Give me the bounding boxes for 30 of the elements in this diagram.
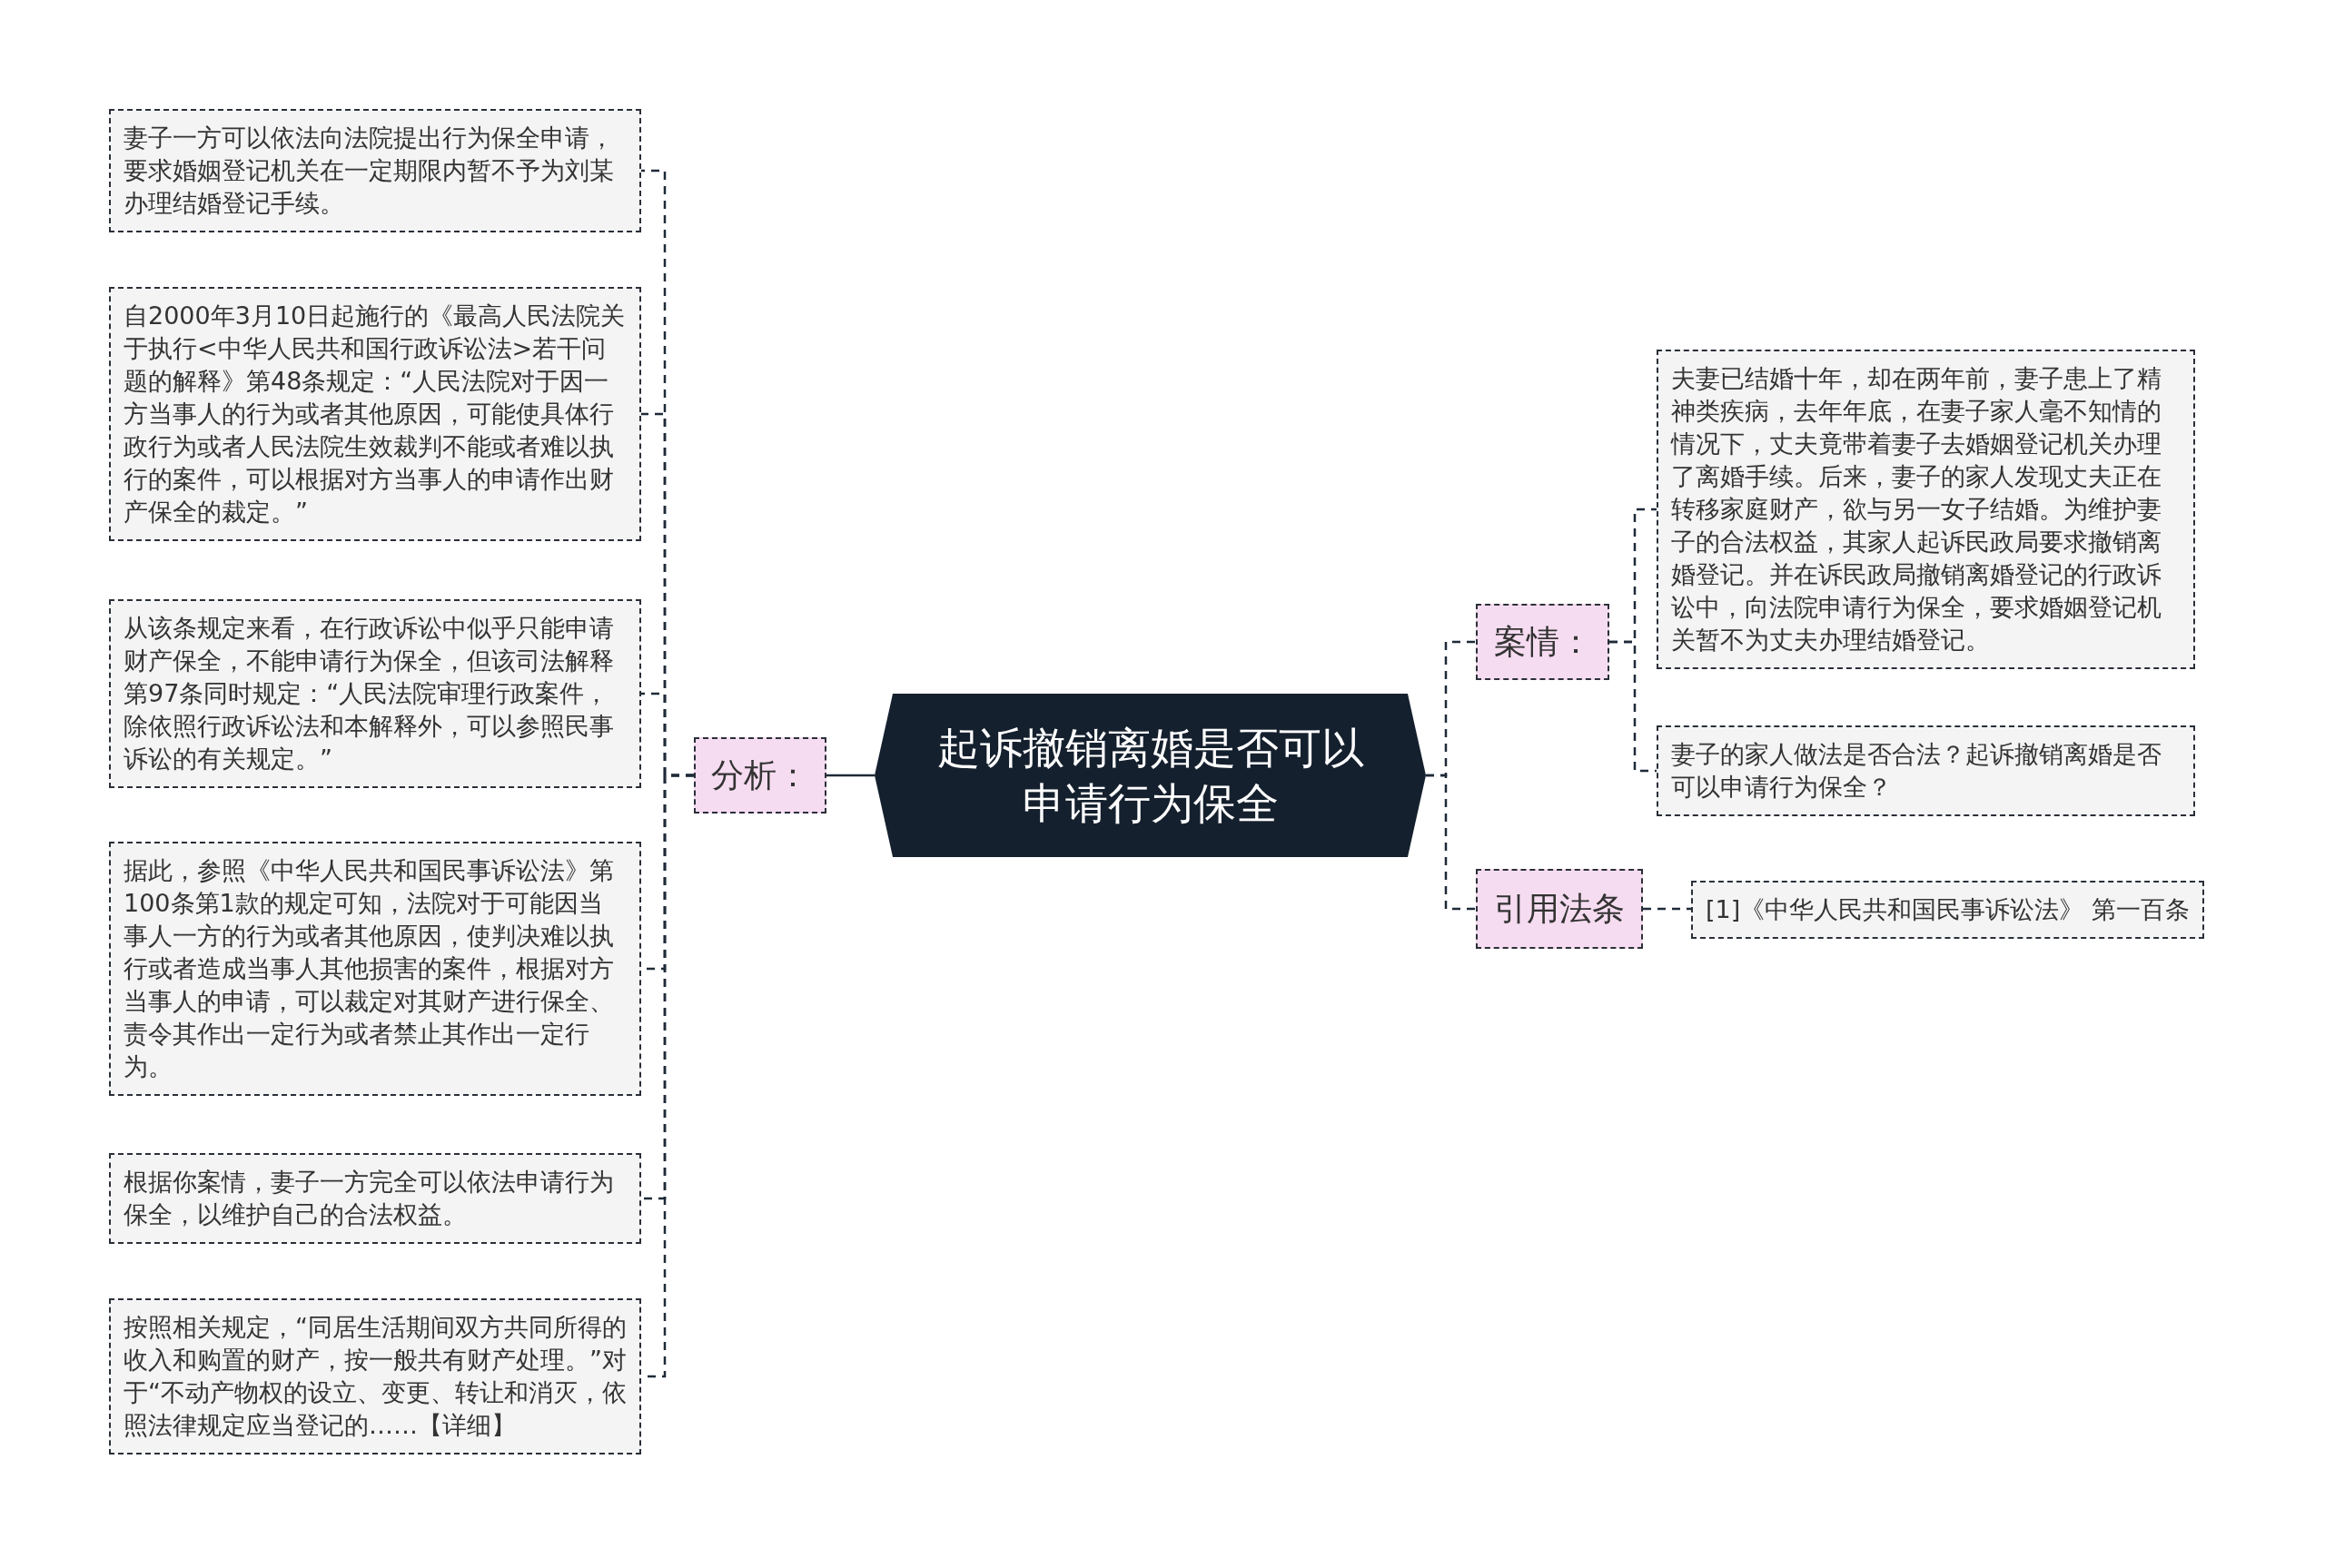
branch-topic-box (1476, 869, 1643, 949)
note-box (1657, 725, 2195, 816)
note-box (109, 287, 641, 541)
connector-line (1643, 907, 1691, 911)
central-topic-hexagon (875, 694, 1426, 857)
branch-label: 分析： (711, 755, 809, 795)
connector-line (1609, 640, 1657, 773)
note-text: 自2000年3月10日起施行的《最高人民法院关于执行<中华人民共和国行政诉讼法>若干问题的解释》第48条规定：“人民法院对于因一方当事人的行为或者其他原因，可能使具体行政行为或者人民法院生效裁判不能或者难以执行的案件，可以根据对方当事人的申请作出财产保全的裁定。” (124, 301, 627, 528)
branch-label: 案情： (1493, 622, 1592, 662)
note-text: 据此，参照《中华人民共和国民事诉讼法》第100条第1款的规定可知，法院对于可能因当事人一方的行为或者其他原因，使判决难以执行或者造成当事人其他损害的案件，根据对方当事人的申请，可以裁定对其财产进行保全、责令其作出一定行为或者禁止其作出一定行为。 (124, 855, 615, 1082)
branch-label: 引用法条 (1494, 889, 1625, 929)
branch-topic-box (694, 737, 826, 814)
note-box (109, 599, 641, 788)
note-box (109, 1153, 641, 1244)
note-box (1657, 350, 2195, 669)
connector-line (826, 774, 875, 777)
branch-topic-box (1476, 604, 1609, 680)
note-text: 妻子一方可以依法向法院提出行为保全申请，要求婚姻登记机关在一定期限内暂不予为刘某办理结婚登记手续。 (124, 123, 615, 219)
note-text: [1]《中华人民共和国民事诉讼法》 第一百条 (1706, 894, 2190, 925)
note-box (1691, 881, 2204, 939)
note-text: 夫妻已结婚十年，却在两年前，妻子患上了精神类疾病，去年年底，在妻子家人毫不知情的情况下，丈夫竟带着妻子去婚姻登记机关办理了离婚手续。后来，妻子的家人发现丈夫正在转移家庭财产，欲与另一女子结婚。为维护妻子的合法权益，其家人起诉民政局要求撤销离婚登记。并在诉民政局撤销离婚登记的行政诉讼中，向法院申请行为保全，要求婚姻登记机关暂不为丈夫办理结婚登记。 (1671, 363, 2162, 656)
note-text: 按照相关规定，“同居生活期间双方共同所得的收入和购置的财产，按一般共有财产处理。”对于“不动产物权的设立、变更、转让和消灭，依照法律规定应当登记的……【详细】 (124, 1312, 627, 1441)
connector-line (1426, 774, 1476, 911)
note-text: 妻子的家人做法是否合法？起诉撤销离婚是否可以申请行为保全？ (1671, 739, 2162, 803)
note-box (109, 1298, 641, 1455)
note-box (109, 109, 641, 232)
note-text: 根据你案情，妻子一方完全可以依法申请行为保全，以维护自己的合法权益。 (124, 1167, 615, 1230)
note-box (109, 842, 641, 1096)
topic-title: 起诉撤销离婚是否可以申请行为保全 (935, 722, 1365, 830)
note-text: 从该条规定来看，在行政诉讼中似乎只能申请财产保全，不能申请行为保全，但该司法解释第97条同时规定：“人民法院审理行政案件，除依照行政诉讼法和本解释外，可以参照民事诉讼的有关规定。” (124, 613, 615, 774)
